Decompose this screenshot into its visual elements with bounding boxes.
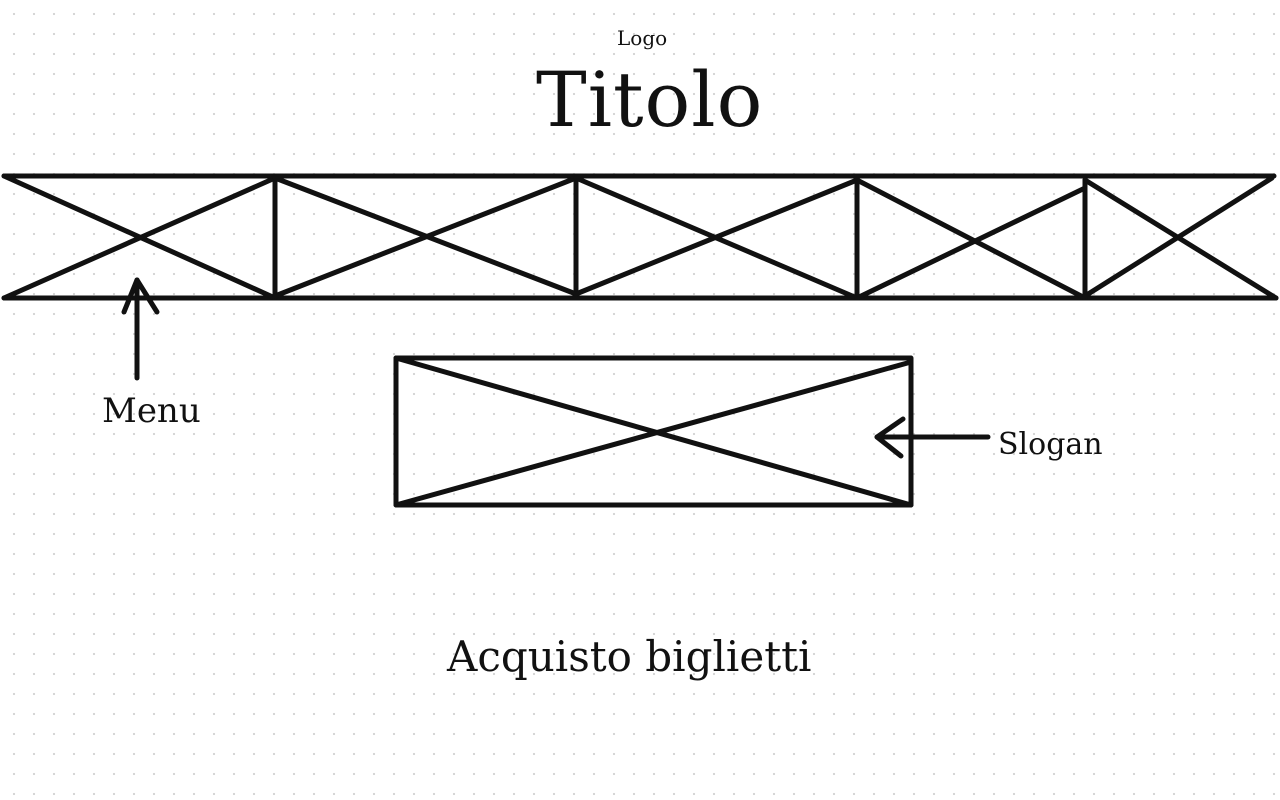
menu-item-placeholder[interactable] xyxy=(1,173,278,301)
menu-item-5-diagonal-a xyxy=(1082,177,1279,301)
slogan-placeholder xyxy=(393,355,914,508)
slogan-annotation-label: Slogan xyxy=(998,427,1103,462)
menu-arrow-icon xyxy=(121,277,160,381)
menu-item-4-diagonal-b xyxy=(854,185,1088,301)
menu-item-placeholder[interactable] xyxy=(1082,175,1279,301)
page-title: Titolo xyxy=(536,55,764,144)
menu-item-5-diagonal-b xyxy=(1082,175,1275,299)
slogan-box-outline xyxy=(393,355,914,508)
menu-bar xyxy=(1,173,1279,301)
menu-item-3-diagonal-b xyxy=(573,177,860,297)
menu-item-1-diagonal-b xyxy=(1,175,278,301)
slogan-box-diagonal-b xyxy=(393,359,914,508)
buy-tickets-link[interactable]: Acquisto biglietti xyxy=(447,632,812,681)
slogan-arrow-icon xyxy=(874,416,991,459)
menu-item-placeholder[interactable] xyxy=(573,175,860,301)
menu-item-4-diagonal-a xyxy=(854,177,1088,301)
menu-annotation-label: Menu xyxy=(102,391,201,431)
logo-label[interactable]: Logo xyxy=(617,26,668,50)
menu-item-placeholder[interactable] xyxy=(854,177,1088,301)
menu-item-2-diagonal-b xyxy=(272,175,579,299)
menu-item-placeholder[interactable] xyxy=(272,175,579,299)
